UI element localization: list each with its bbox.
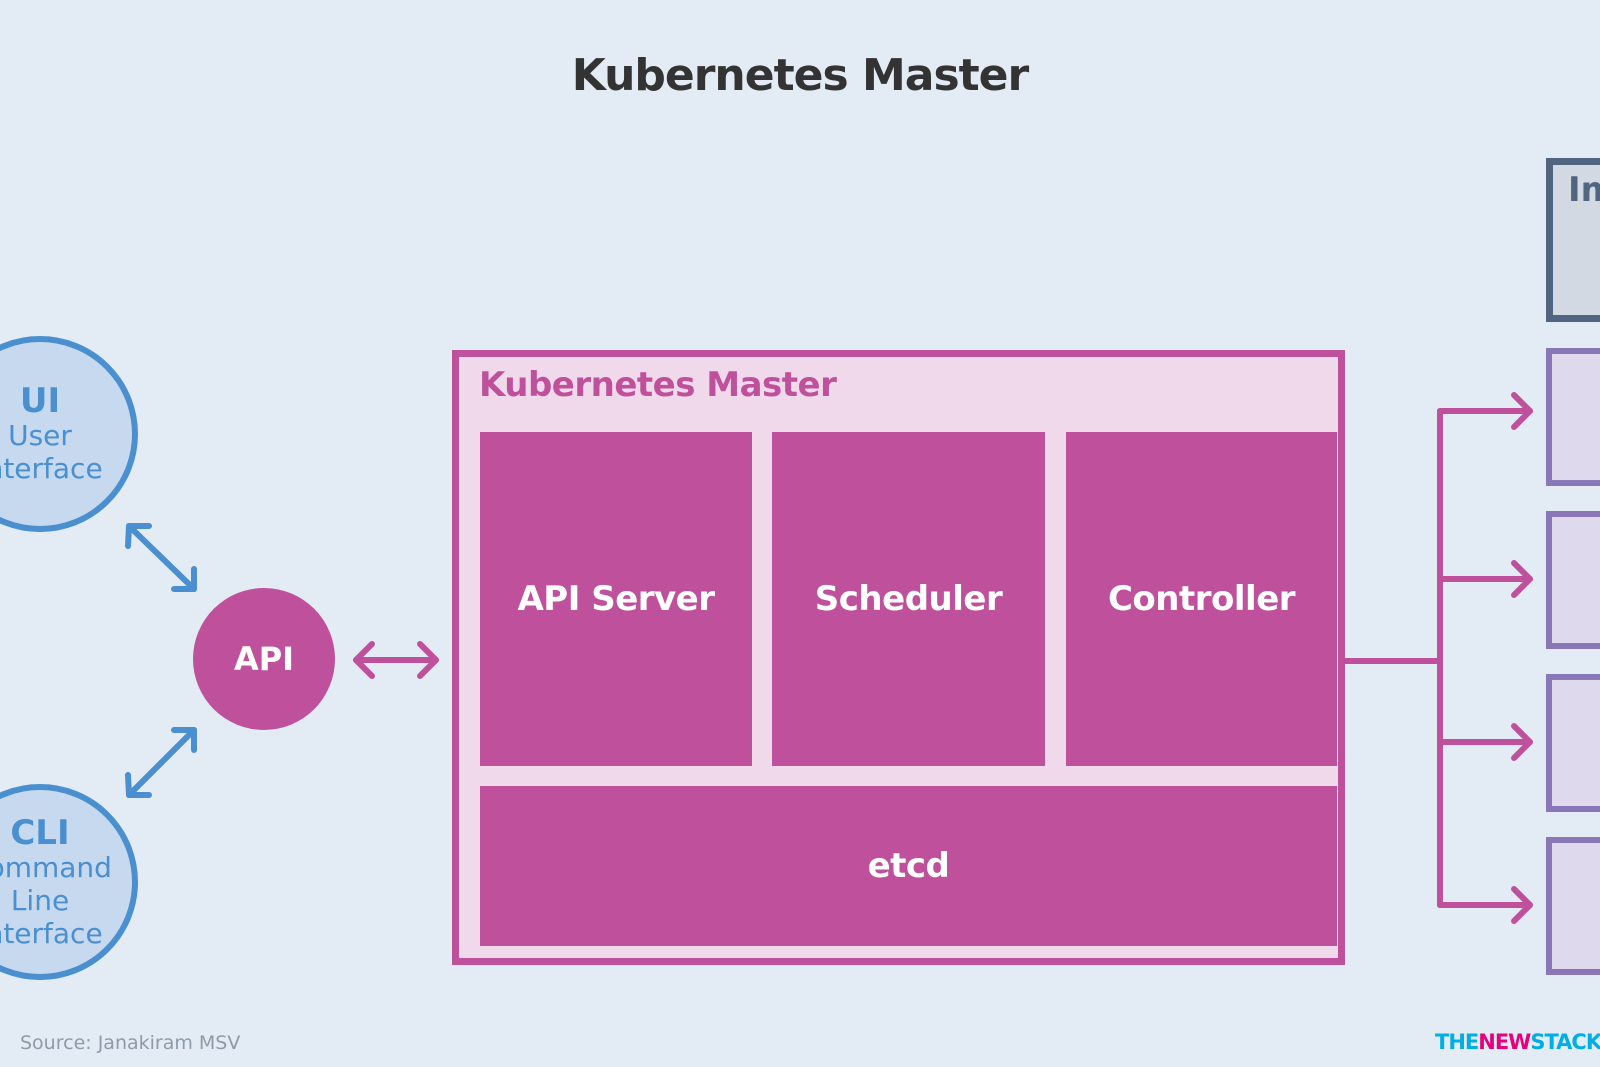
cli-abbr: CLI [10, 812, 70, 853]
master-box-label: Kubernetes Master [479, 365, 837, 405]
brand-part-stack: STACK [1530, 1030, 1600, 1054]
master-nodes-connector [1342, 392, 1533, 924]
cli-line-3: Interface [0, 916, 103, 950]
brand-part-the: THE [1435, 1030, 1479, 1054]
node-box-4 [1546, 837, 1600, 975]
brand-part-new: NEW [1478, 1030, 1531, 1054]
right-top-box [1546, 158, 1600, 322]
cli-api-arrow [125, 727, 197, 798]
etcd-component: etcd [480, 786, 1337, 946]
ui-abbr: UI [19, 381, 61, 421]
right-top-box-label: Im [1568, 170, 1600, 210]
api-server-component: API Server [480, 432, 752, 766]
api-node: API [193, 588, 335, 730]
brand-logo: THENEWSTACK [1435, 1030, 1600, 1054]
api-label: API [233, 640, 295, 678]
scheduler-component: Scheduler [772, 432, 1045, 766]
node-box-2 [1546, 511, 1600, 649]
cli-line-2: Line [10, 883, 70, 917]
node-box-3 [1546, 674, 1600, 812]
ui-line-1: User [8, 419, 72, 452]
ui-api-arrow [125, 523, 197, 592]
ui-line-2: Interface [0, 452, 103, 485]
api-master-arrow [353, 641, 439, 679]
node-box-1 [1546, 348, 1600, 486]
page-title: Kubernetes Master [571, 50, 1029, 101]
controller-component: Controller [1066, 432, 1337, 766]
cli-line-1: Command [0, 850, 112, 884]
source-credit: Source: Janakiram MSV [20, 1032, 241, 1054]
